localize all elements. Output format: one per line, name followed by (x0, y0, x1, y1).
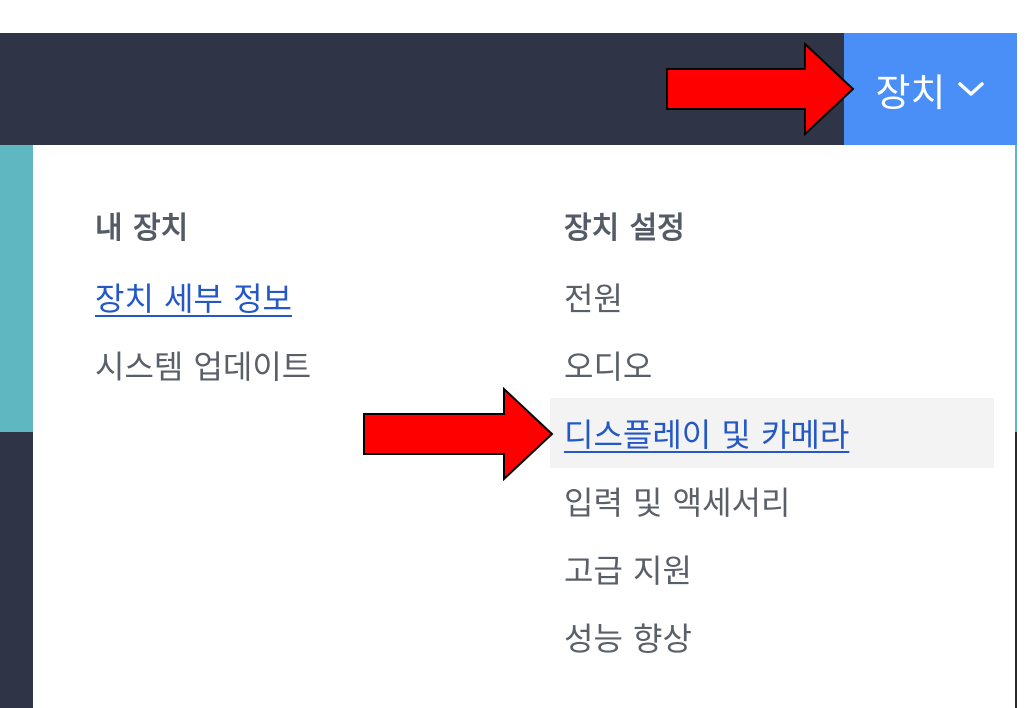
device-settings-heading: 장치 설정 (564, 211, 685, 246)
arrow-annotation-middle (363, 387, 554, 481)
menu-item-advanced-support[interactable]: 고급 지원 (564, 552, 692, 590)
my-devices-heading: 내 장치 (95, 211, 189, 246)
menu-item-system-update[interactable]: 시스템 업데이트 (95, 348, 312, 386)
menu-item-power[interactable]: 전원 (564, 280, 623, 318)
menu-item-display-camera[interactable]: 디스플레이 및 카메라 (564, 416, 850, 454)
menu-item-performance[interactable]: 성능 향상 (564, 620, 692, 658)
right-margin (1017, 33, 1027, 708)
menu-item-input-accessories[interactable]: 입력 및 액세서리 (564, 484, 791, 522)
menu-item-audio[interactable]: 오디오 (564, 348, 653, 386)
background-dark-area (0, 432, 33, 708)
chevron-down-icon (957, 80, 985, 98)
menu-item-device-details[interactable]: 장치 세부 정보 (95, 280, 292, 318)
background-banner (0, 145, 33, 432)
top-margin (0, 0, 1027, 33)
device-menu-label: 장치 (875, 70, 946, 115)
arrow-annotation-top (666, 42, 855, 136)
highlighted-item-background (550, 398, 994, 468)
device-menu-button[interactable]: 장치 (844, 33, 1017, 145)
